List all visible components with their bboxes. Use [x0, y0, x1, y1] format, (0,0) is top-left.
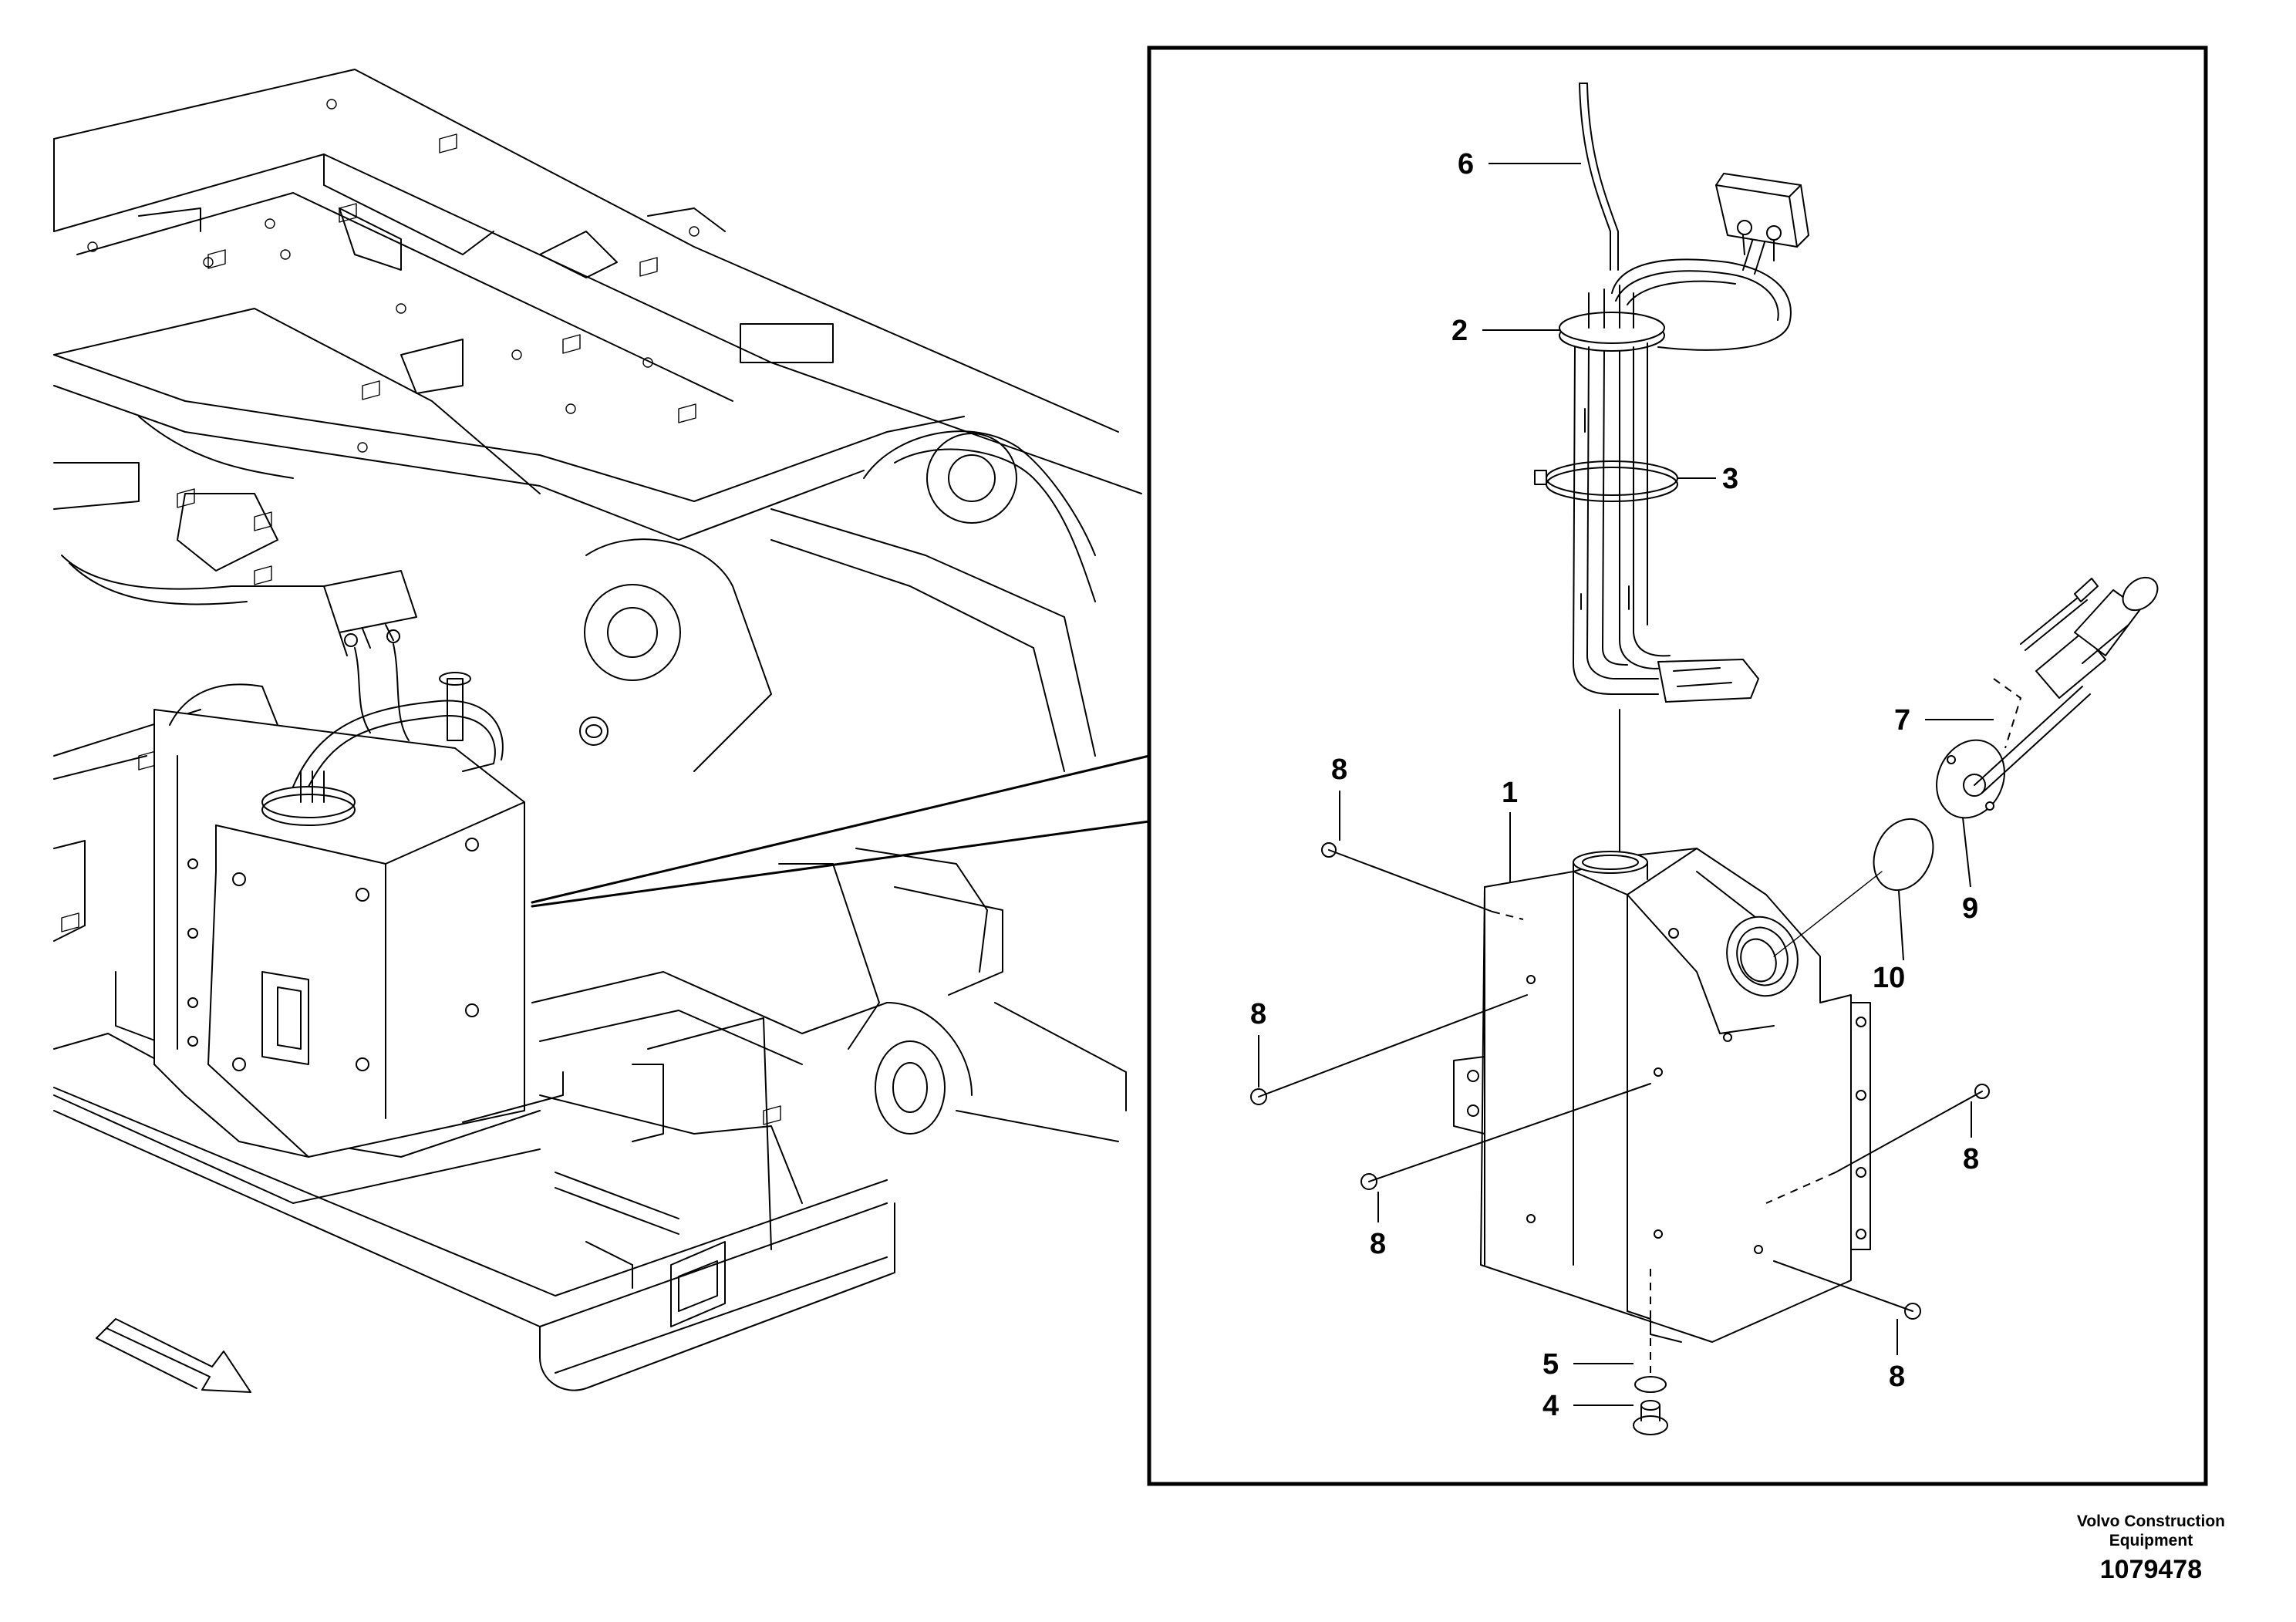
callout-5: 5 [1542, 1348, 1559, 1381]
detail-wedge-lower [531, 820, 1151, 908]
detail-view: 6 2 3 1 7 9 10 8 8 8 8 8 5 [1250, 83, 2159, 1435]
part-6-sensor-rod [1579, 83, 1619, 271]
callout-10: 10 [1873, 962, 1905, 994]
company-name-line1: Volvo Construction [2076, 1512, 2225, 1530]
machine-frame-overview [53, 69, 1151, 1393]
part-10-o-ring [1873, 818, 1934, 892]
part-1-tank [1453, 848, 1871, 1343]
front-cross-member [53, 1087, 895, 1391]
part-5-washer [1634, 1376, 1667, 1393]
part-7-breather-rod [1993, 578, 2099, 749]
frame-bolt-heads [87, 99, 700, 453]
bolt-lower-left [1360, 1083, 1651, 1190]
company-name-line2: Equipment [2109, 1532, 2193, 1549]
part-4-drain-plug [1633, 1400, 1668, 1435]
callout-7: 7 [1894, 704, 1910, 737]
callout-2: 2 [1451, 315, 1468, 347]
frame-sensor-connector [323, 570, 417, 741]
title-block: Volvo Construction Equipment 1079478 [2077, 1512, 2225, 1585]
callout-4: 4 [1542, 1390, 1559, 1422]
reservoir-assembly-on-frame [153, 672, 564, 1158]
bolt-lower-right [1773, 1260, 1921, 1320]
callout-1: 1 [1502, 777, 1518, 809]
bolt-right [1765, 1084, 1990, 1204]
callout-8-lower-right: 8 [1889, 1361, 1905, 1393]
callout-9: 9 [1962, 892, 1978, 925]
callout-8-mid-left: 8 [1250, 998, 1266, 1030]
part-9-filler-cap [1936, 576, 2159, 819]
bolt-mid-left [1250, 994, 1528, 1105]
front-direction-arrow [96, 1318, 251, 1393]
callout-8-lower-left: 8 [1370, 1228, 1386, 1260]
callout-3: 3 [1722, 463, 1738, 495]
part-3-tube-bundle [1534, 342, 1759, 703]
callout-8-top-left: 8 [1331, 754, 1347, 786]
callout-8-right: 8 [1963, 1143, 1979, 1175]
detail-wedge-upper [531, 754, 1151, 904]
boom-pivot-bracket [579, 430, 1127, 1142]
part-2-sender-unit [1559, 173, 1809, 352]
bolt-top-left [1321, 842, 1524, 920]
frame-bosses [61, 133, 781, 1125]
callout-6: 6 [1458, 148, 1474, 180]
detail-view-frame [1147, 46, 2208, 1486]
part-8-bolts [1250, 842, 1990, 1320]
callouts: 6 2 3 1 7 9 10 8 8 8 8 8 5 [1250, 148, 1994, 1422]
drawing-number: 1079478 [2099, 1555, 2203, 1584]
